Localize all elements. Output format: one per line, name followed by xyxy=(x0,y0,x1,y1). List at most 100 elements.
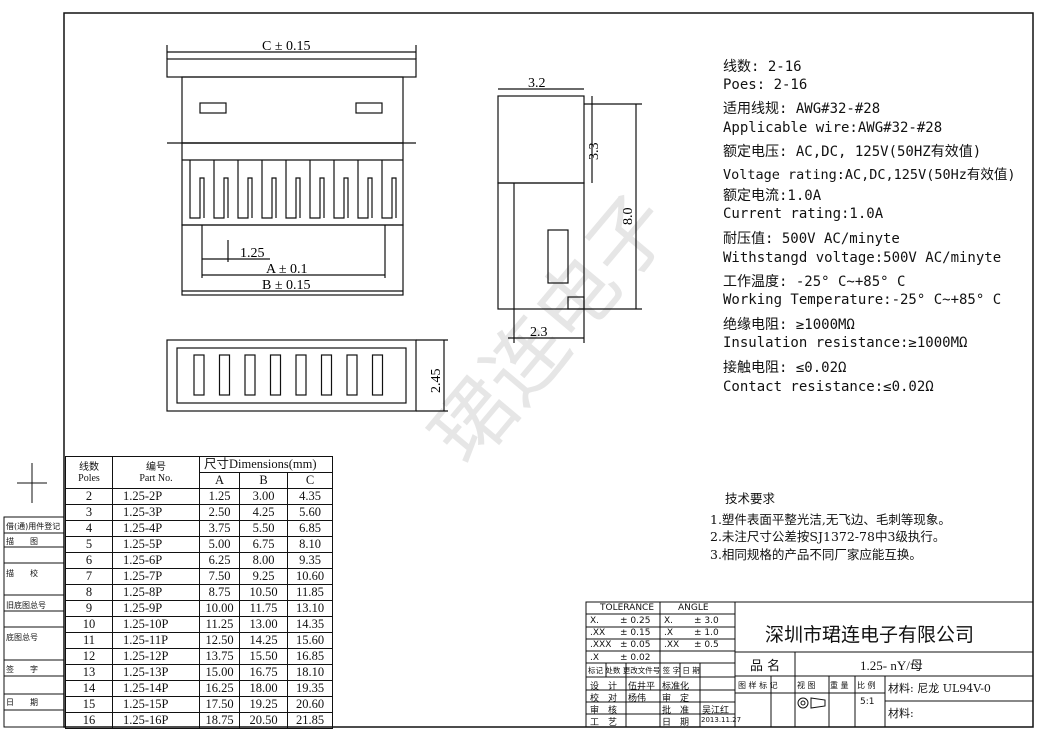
b-cell: 6.75 xyxy=(239,536,288,553)
requirement-item: 3.相同规格的产品不同厂家应能互换。 xyxy=(710,547,922,562)
spec-line: Working Temperature:-25° C~+85° C xyxy=(723,292,1002,308)
tolerance-value: .XX xyxy=(664,640,680,651)
scale-label: 比 例 xyxy=(857,681,876,690)
product-label: 品 名 xyxy=(750,659,781,674)
revision-header: 标记 处数 更改文件号 签 字 日 期 xyxy=(588,666,700,675)
spec-line: 绝缘电阻: ≥1000MΩ xyxy=(723,317,855,333)
spec-line: 适用线规: AWG#32-#28 xyxy=(723,101,881,117)
b-cell: 20.50 xyxy=(239,712,288,729)
contact-slot xyxy=(193,354,205,396)
checker-name: 杨伟 xyxy=(628,694,647,704)
a-cell: 6.25 xyxy=(199,552,240,569)
poles-cell: 8 xyxy=(65,584,113,601)
comb-tooth xyxy=(189,160,205,219)
comb-tooth xyxy=(309,160,325,219)
approver-name: 吴江红 xyxy=(702,706,730,716)
b-cell: 19.25 xyxy=(239,696,288,713)
a-cell: 8.75 xyxy=(199,584,240,601)
part-cell: 1.25-2P xyxy=(112,488,200,505)
spec-line: 耐压值: 500V AC/minyte xyxy=(723,231,900,247)
a-cell: 10.00 xyxy=(199,600,240,617)
side-label: 旧底图总号 xyxy=(6,601,46,610)
part-cell: 1.25-16P xyxy=(112,712,200,729)
tolerance-value: ± 0.02 xyxy=(620,652,651,663)
top-view xyxy=(166,45,417,296)
part-cell: 1.25-4P xyxy=(112,520,200,537)
a-cell: 12.50 xyxy=(199,632,240,649)
c-cell: 10.60 xyxy=(287,568,333,585)
scale-value: 5:1 xyxy=(860,697,875,707)
contact-slot xyxy=(244,354,256,396)
b-cell: 15.50 xyxy=(239,648,288,665)
projection-symbol xyxy=(797,697,826,709)
dim-side-upper: 3.3 xyxy=(587,143,602,161)
part-cell: 1.25-9P xyxy=(112,600,200,617)
contact-slot xyxy=(269,354,282,396)
b-cell: 5.50 xyxy=(239,520,288,537)
comb-tooth xyxy=(381,160,397,219)
watermark: 珺连电子 xyxy=(413,177,690,482)
poles-cell: 16 xyxy=(65,712,113,729)
part-cell: 1.25-6P xyxy=(112,552,200,569)
tolerance-value: ± 0.15 xyxy=(620,628,651,639)
c-cell: 9.35 xyxy=(287,552,333,569)
dim-top-width: C ± 0.15 xyxy=(262,39,311,54)
c-cell: 11.85 xyxy=(287,584,333,601)
c-cell: 19.35 xyxy=(287,680,333,697)
spec-line: Voltage rating:AC,DC,125V(50Hz有效值) xyxy=(723,167,1016,183)
process-label: 工 艺 xyxy=(590,718,618,728)
side-label: 借(通)用件登记 xyxy=(6,522,61,531)
approve-label: 批 准 xyxy=(662,706,690,716)
poles-cell: 5 xyxy=(65,536,113,553)
review-label: 审 定 xyxy=(662,694,690,704)
side-label: 描 校 xyxy=(6,569,38,578)
poles-cell: 10 xyxy=(65,616,113,633)
poles-cell: 3 xyxy=(65,504,113,521)
tolerance-value: .XXX xyxy=(590,640,612,651)
side-label: 日 期 xyxy=(6,698,38,707)
contact-slot xyxy=(218,354,231,396)
poles-cell: 4 xyxy=(65,520,113,537)
part-cell: 1.25-8P xyxy=(112,584,200,601)
part-cell: 1.25-12P xyxy=(112,648,200,665)
spec-line: Contact resistance:≤0.02Ω xyxy=(723,379,934,395)
b-cell: 11.75 xyxy=(239,600,288,617)
sheet-frame xyxy=(63,12,1034,728)
c-cell: 20.60 xyxy=(287,696,333,713)
b-cell: 9.25 xyxy=(239,568,288,585)
tolerance-value: X. xyxy=(664,616,674,626)
tolerance-label: TOLERANCE xyxy=(600,603,655,613)
comb-tooth xyxy=(261,160,277,219)
designer-name: 伍井平 xyxy=(628,682,656,692)
header-b: B xyxy=(239,472,288,489)
comb-tooth xyxy=(237,160,253,219)
tolerance-value: .X xyxy=(590,652,600,663)
a-cell: 18.75 xyxy=(199,712,240,729)
spec-line: Withstangd voltage:500V AC/minyte xyxy=(723,250,1002,266)
c-cell: 4.35 xyxy=(287,488,333,505)
dim-b: B ± 0.15 xyxy=(262,278,311,293)
b-cell: 3.00 xyxy=(239,488,288,505)
dim-side-width: 3.2 xyxy=(528,76,546,91)
dim-a: A ± 0.1 xyxy=(266,262,308,277)
poles-cell: 11 xyxy=(65,632,113,649)
spec-line: 额定电压: AC,DC, 125V(50HZ有效值) xyxy=(723,144,982,160)
a-cell: 17.50 xyxy=(199,696,240,713)
spec-line: 接触电阻: ≤0.02Ω xyxy=(723,360,847,376)
requirement-item: 1.塑件表面平整光洁,无飞边、毛刺等现象。 xyxy=(710,512,951,527)
poles-cell: 2 xyxy=(65,488,113,505)
b-cell: 10.50 xyxy=(239,584,288,601)
dim-side-total: 8.0 xyxy=(621,208,636,226)
a-cell: 16.25 xyxy=(199,680,240,697)
poles-cell: 6 xyxy=(65,552,113,569)
